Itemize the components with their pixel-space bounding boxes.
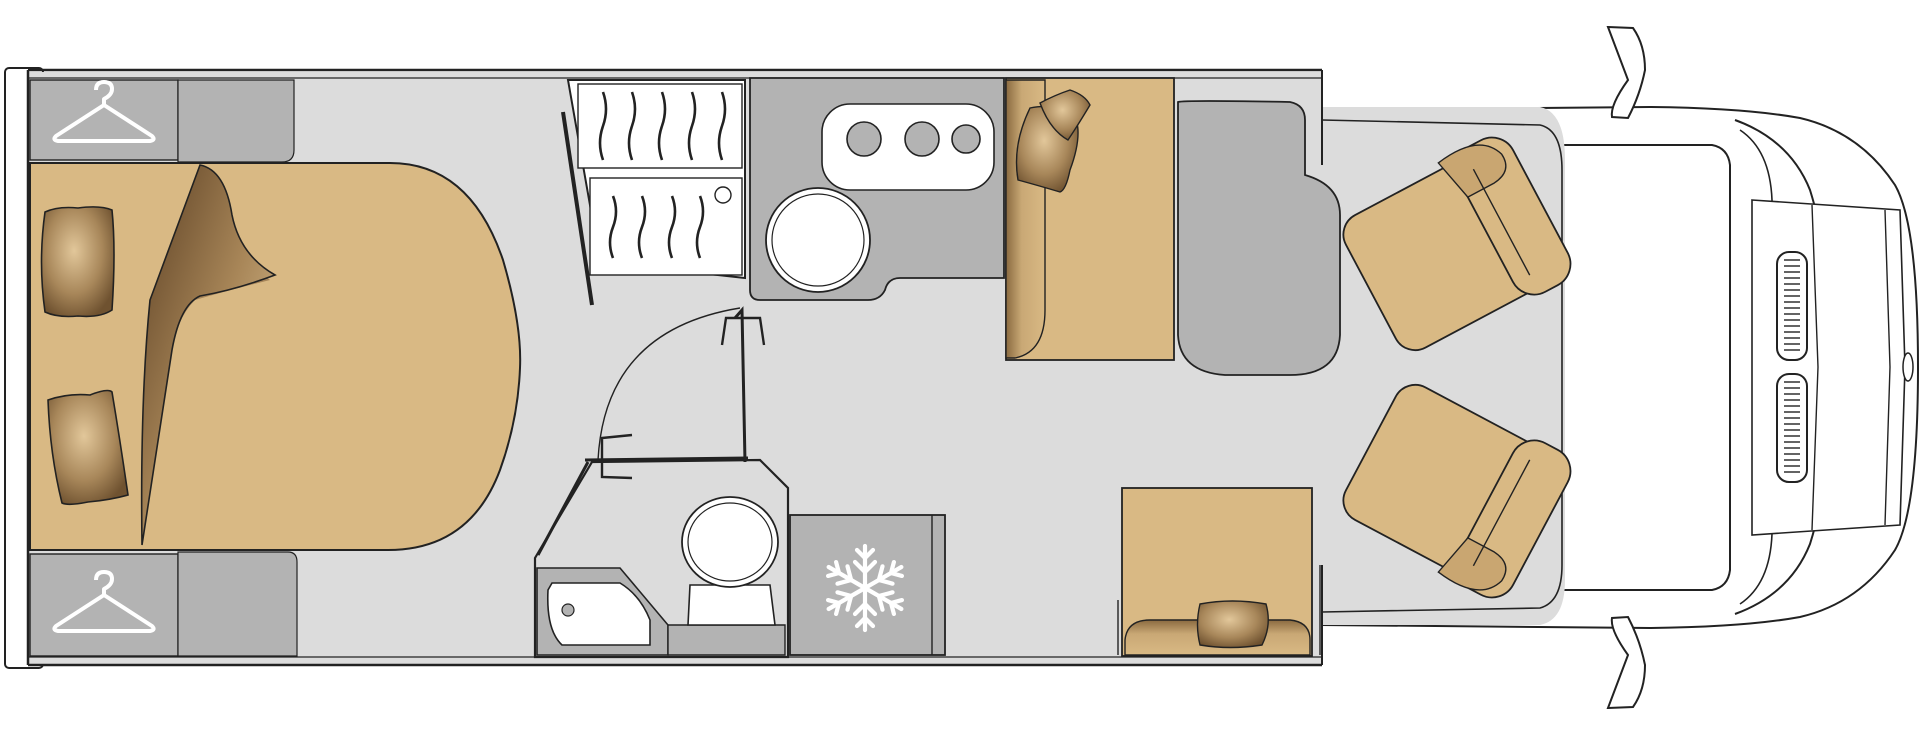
washroom-side-rail xyxy=(536,461,590,556)
sliding-door xyxy=(733,306,747,463)
hanger-icon xyxy=(52,570,156,633)
rack-rail xyxy=(561,111,594,306)
table xyxy=(1177,100,1341,376)
grille-slats xyxy=(1784,259,1800,473)
pillow xyxy=(40,206,115,318)
bonnet-line xyxy=(1811,204,1819,531)
kitchen xyxy=(749,77,1005,301)
mirror-right xyxy=(1606,615,1647,710)
passenger-seat xyxy=(1342,383,1572,599)
sliding-rail xyxy=(584,456,749,462)
snowflake-icon xyxy=(824,543,907,630)
bonnet-line-2 xyxy=(1884,209,1891,526)
badge-logo xyxy=(1902,352,1914,382)
fridge xyxy=(789,514,946,656)
dinette xyxy=(1005,77,1341,657)
wardrobe-top xyxy=(29,79,179,161)
toilet-base xyxy=(687,584,776,626)
seat-seam xyxy=(1472,459,1531,567)
washbasin-bowl xyxy=(546,582,651,646)
washroom-door-arc xyxy=(597,307,741,461)
rack-wave xyxy=(695,195,705,259)
radiator-rack xyxy=(561,79,746,306)
grille-top xyxy=(1776,251,1808,361)
washroom-wall xyxy=(533,458,790,659)
door-handle-top xyxy=(720,316,766,346)
mirror-left xyxy=(1606,25,1647,120)
wardrobe-bottom-side xyxy=(177,551,298,657)
bonnet xyxy=(1751,199,1906,536)
rack-waves xyxy=(598,91,727,259)
rack-wave xyxy=(598,91,608,161)
round-sink-inner xyxy=(771,193,865,287)
hanger-icon xyxy=(52,80,156,143)
seat-armrest xyxy=(1437,537,1507,591)
rack-wave xyxy=(608,195,618,259)
driver-seat xyxy=(1342,136,1572,352)
cab-floor-edge xyxy=(1321,119,1563,613)
wardrobe-top-side xyxy=(177,79,295,163)
rack-knob xyxy=(714,186,732,204)
toilet-seat xyxy=(687,502,773,582)
rear-bedroom xyxy=(29,79,522,657)
seat-armrest xyxy=(1437,144,1507,198)
washbasin-shelf xyxy=(667,624,786,656)
burner xyxy=(904,121,940,157)
door-handle-left xyxy=(600,433,633,480)
grille-bottom xyxy=(1776,373,1808,483)
burner xyxy=(846,121,882,157)
rack-wave xyxy=(637,195,647,259)
dashboard xyxy=(1538,144,1731,591)
burner xyxy=(951,124,981,154)
rack-wave xyxy=(667,195,677,259)
pillow xyxy=(1196,600,1269,649)
wardrobe-bottom xyxy=(29,553,179,657)
rack-wave xyxy=(687,91,697,161)
basin-drain xyxy=(561,603,575,617)
rack-wave xyxy=(717,91,727,161)
rack-wave xyxy=(657,91,667,161)
seat-seam xyxy=(1472,168,1531,276)
washroom xyxy=(533,306,790,659)
pillow xyxy=(47,389,129,506)
rack-wave xyxy=(627,91,637,161)
pillow xyxy=(1039,89,1091,141)
duvet-corner xyxy=(140,164,277,546)
